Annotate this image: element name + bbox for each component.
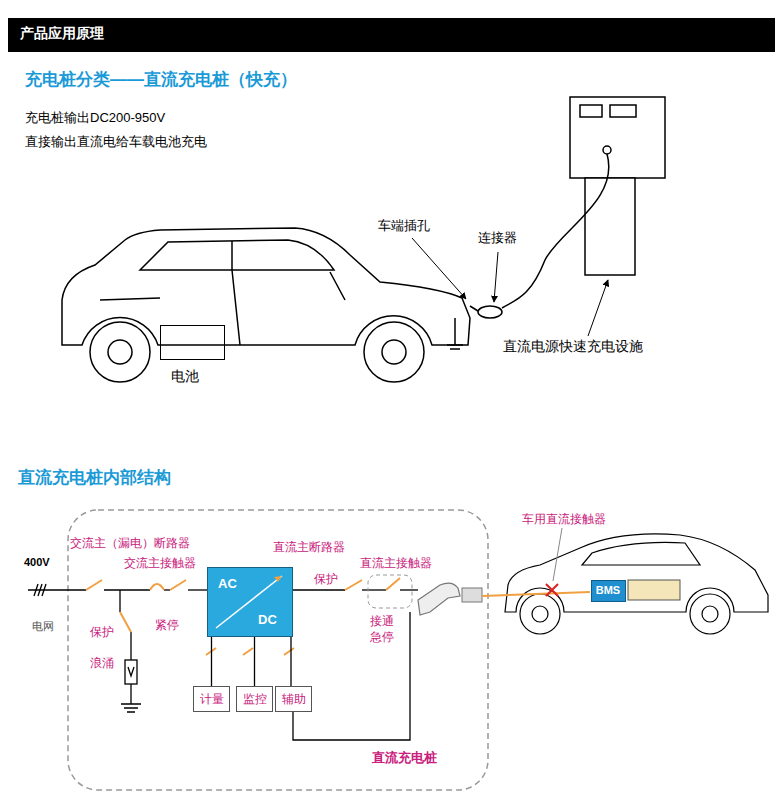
module-box: 监控 (236, 686, 273, 712)
part-label: 连接器 (478, 230, 517, 246)
dc-wiring (293, 590, 418, 740)
part-label: 浪涌 (90, 656, 114, 670)
converter-diagonal (216, 576, 282, 628)
header-bar (8, 18, 775, 52)
leader-line (588, 280, 608, 336)
charger-cabinet (570, 97, 665, 275)
node-text: 计量 (200, 692, 224, 706)
part-label: 交流主接触器 (124, 556, 196, 570)
part-label: 交流主（漏电）断路器 (70, 536, 190, 550)
converter-box: AC DC (207, 567, 293, 637)
switch-blade (86, 580, 186, 632)
vehicle-inlet (462, 588, 482, 602)
module-box: 计量 (193, 686, 230, 712)
part-label: 400V (24, 556, 50, 569)
dc-cable (482, 592, 590, 596)
converter-arrow (274, 576, 282, 582)
node-text: DC (258, 612, 277, 628)
connector-wire (290, 637, 291, 686)
part-label: 电网 (32, 620, 54, 633)
module-box: 辅助 (275, 686, 312, 712)
node-text: 监控 (243, 692, 267, 706)
node-text: AC (218, 576, 237, 592)
part-label: 车端插孔 (378, 218, 430, 234)
section-heading: 充电桩分类——直流充电桩（快充） (25, 70, 297, 90)
leader-line (494, 252, 498, 302)
section-heading: 直流充电桩内部结构 (18, 468, 171, 488)
connector-wire (211, 637, 212, 686)
connector-wire (254, 637, 255, 686)
vehicle-contactor (546, 584, 558, 596)
enclosure-outline (68, 510, 488, 790)
part-label: 直流电源快速充电设施 (503, 338, 643, 355)
charging-gun (418, 583, 460, 615)
part-label: 直接输出直流电给车载电池充电 (25, 134, 207, 150)
charge-cable (502, 154, 609, 308)
leader-line (412, 238, 466, 299)
node-text: 辅助 (282, 692, 306, 706)
battery-box: 电池 (160, 325, 225, 360)
node-text: 电池 (171, 368, 199, 385)
contactor-outline (368, 575, 412, 608)
car-outline (505, 534, 768, 634)
car-outline (62, 228, 470, 382)
node-text: 直流充电桩 (372, 750, 437, 766)
part-label: 接通 (370, 614, 394, 628)
bms-box: BMS (591, 580, 626, 602)
part-label: 保护 (314, 572, 338, 586)
plug-wire (470, 306, 478, 311)
part-label: 车用直流接触器 (522, 512, 606, 526)
battery-pack (628, 580, 680, 600)
part-label: 直流主断路器 (273, 540, 345, 554)
part-label: 直流主接触器 (360, 556, 432, 570)
leader-line (553, 528, 562, 581)
part-label: 充电桩输出DC200-950V (25, 110, 165, 126)
ac-wiring (28, 584, 207, 712)
part-label: 紧停 (155, 618, 179, 632)
part-label: 保护 (90, 625, 114, 639)
connector (478, 306, 502, 318)
header-title: 产品应用原理 (20, 25, 104, 42)
part-label: 急停 (370, 630, 394, 644)
node-text: BMS (596, 584, 620, 597)
